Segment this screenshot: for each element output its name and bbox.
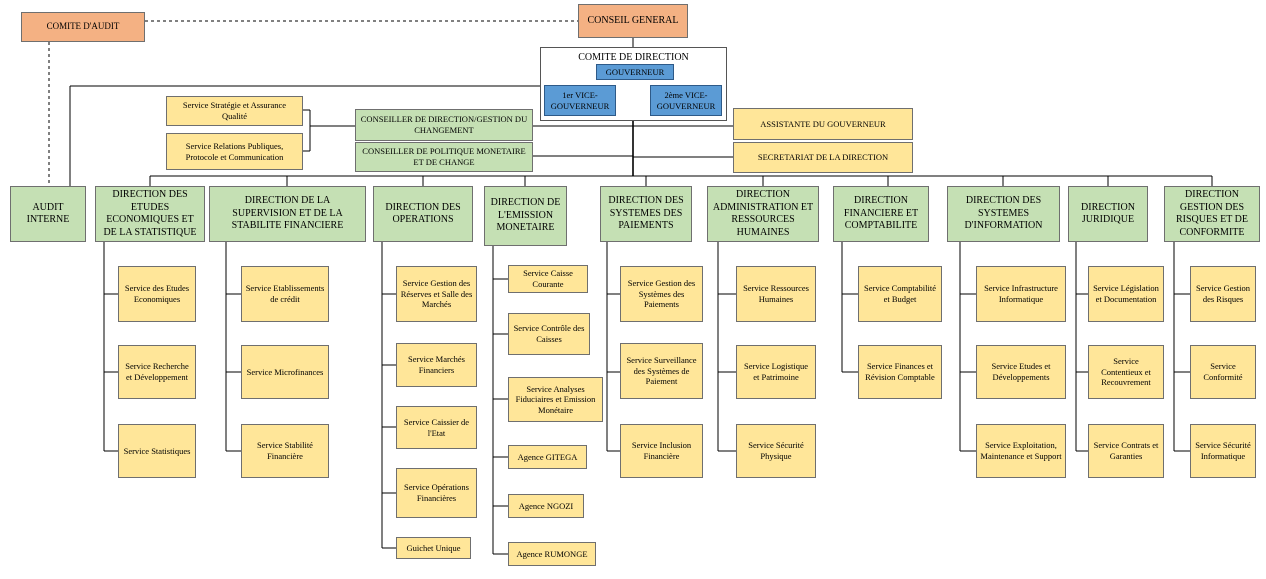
gouverneur-box: GOUVERNEUR <box>596 64 674 80</box>
direction-etudes-economiques-box: DIRECTION DES ETUDES ECONOMIQUES ET DE L… <box>95 186 205 242</box>
service-box: Service Gestion des Systèmes des Paiemen… <box>620 266 703 322</box>
service-box: Service Exploitation, Maintenance et Sup… <box>976 424 1066 478</box>
service-box: Service Caisse Courante <box>508 265 588 293</box>
vice-gouverneur-1-box: 1er VICE-GOUVERNEUR <box>544 85 616 116</box>
service-box: Service Infrastructure Informatique <box>976 266 1066 322</box>
service-box: Service Etudes et Développements <box>976 345 1066 399</box>
service-box: Service Ressources Humaines <box>736 266 816 322</box>
vice-gouverneur-2-box: 2ème VICE-GOUVERNEUR <box>650 85 722 116</box>
direction-juridique-box: DIRECTION JURIDIQUE <box>1068 186 1148 242</box>
service-box: Service Gestion des Risques <box>1190 266 1256 322</box>
direction-emission-monetaire-box: DIRECTION DE L'EMISSION MONETAIRE <box>484 186 567 246</box>
service-box: Service Finances et Révision Comptable <box>858 345 942 399</box>
service-box: Service Inclusion Financière <box>620 424 703 478</box>
direction-systemes-information-box: DIRECTION DES SYSTEMES D'INFORMATION <box>947 186 1060 242</box>
service-box: Service Opérations Financières <box>396 468 477 518</box>
service-box: Agence RUMONGE <box>508 542 596 566</box>
service-box: Guichet Unique <box>396 537 471 559</box>
audit-interne-box: AUDIT INTERNE <box>10 186 86 242</box>
direction-supervision-box: DIRECTION DE LA SUPERVISION ET DE LA STA… <box>209 186 366 242</box>
service-box: Service Statistiques <box>118 424 196 478</box>
direction-risques-conformite-box: DIRECTION GESTION DES RISQUES ET DE CONF… <box>1164 186 1260 242</box>
service-box: Service Surveillance des Systèmes de Pai… <box>620 343 703 399</box>
direction-financiere-box: DIRECTION FINANCIERE ET COMPTABILITE <box>833 186 929 242</box>
service-box: Service Logistique et Patrimoine <box>736 345 816 399</box>
comite-direction-label: COMITE DE DIRECTION <box>578 52 689 63</box>
service-box: Service Etablissements de crédit <box>241 266 329 322</box>
secretariat-direction-box: SECRETARIAT DE LA DIRECTION <box>733 142 913 173</box>
service-box: Service Contrôle des Caisses <box>508 313 590 355</box>
conseil-general-box: CONSEIL GENERAL <box>578 4 688 38</box>
comite-audit-box: COMITE D'AUDIT <box>21 12 145 42</box>
conseiller-politique-monetaire-box: CONSEILLER DE POLITIQUE MONETAIRE ET DE … <box>355 142 533 172</box>
service-box: Service Législation et Documentation <box>1088 266 1164 322</box>
service-strategie-box: Service Stratégie et Assurance Qualité <box>166 96 303 126</box>
service-relations-box: Service Relations Publiques, Protocole e… <box>166 133 303 170</box>
direction-systemes-paiements-box: DIRECTION DES SYSTEMES DES PAIEMENTS <box>600 186 692 242</box>
service-box: Service Contrats et Garanties <box>1088 424 1164 478</box>
service-box: Service Sécurité Informatique <box>1190 424 1256 478</box>
service-box: Service Stabilité Financière <box>241 424 329 478</box>
service-box: Service Conformité <box>1190 345 1256 399</box>
service-box: Agence NGOZI <box>508 494 584 518</box>
direction-operations-box: DIRECTION DES OPERATIONS <box>373 186 473 242</box>
direction-administration-box: DIRECTION ADMINISTRATION ET RESSOURCES H… <box>707 186 819 242</box>
service-box: Service Comptabilité et Budget <box>858 266 942 322</box>
service-box: Agence GITEGA <box>508 445 587 469</box>
service-box: Service Recherche et Développement <box>118 345 196 399</box>
service-box: Service Sécurité Physique <box>736 424 816 478</box>
service-box: Service Gestion des Réserves et Salle de… <box>396 266 477 322</box>
service-box: Service Marchés Financiers <box>396 343 477 387</box>
service-box: Service des Etudes Economiques <box>118 266 196 322</box>
assistante-gouverneur-box: ASSISTANTE DU GOUVERNEUR <box>733 108 913 140</box>
service-box: Service Caissier de l'Etat <box>396 406 477 449</box>
conseiller-gestion-changement-box: CONSEILLER DE DIRECTION/GESTION DU CHANG… <box>355 109 533 141</box>
service-box: Service Analyses Fiduciaires et Emission… <box>508 377 603 422</box>
service-box: Service Microfinances <box>241 345 329 399</box>
service-box: Service Contentieux et Recouvrement <box>1088 345 1164 399</box>
